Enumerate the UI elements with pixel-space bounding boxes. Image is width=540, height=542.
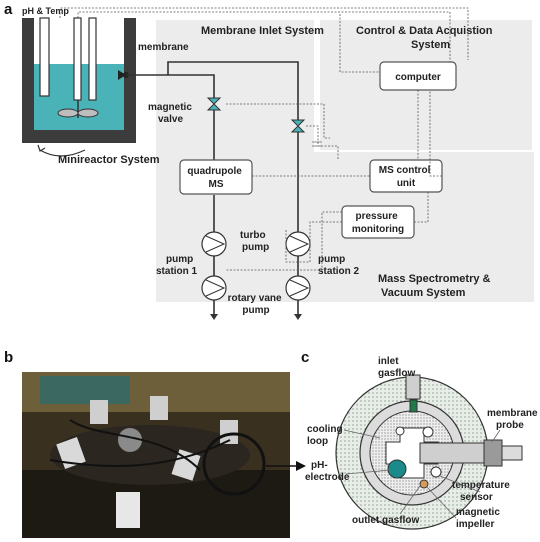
turbo-pump-label: turbo pump	[240, 230, 269, 253]
wire-ph-temp	[59, 7, 469, 60]
wire-pressure-gauge-2	[226, 211, 342, 271]
photo-reactor-front	[116, 492, 140, 528]
wire-pressure-gauge	[285, 221, 342, 263]
computer-label: computer	[395, 72, 441, 83]
membrane-inlet-section-bg	[156, 20, 314, 160]
membrane-inlet-title: Membrane Inlet System	[201, 25, 324, 37]
control-title: Control & Data Acquistion System	[356, 25, 496, 51]
rotary-pump-1	[201, 275, 227, 301]
leader-cooling	[343, 429, 381, 439]
quadrupole-ms-label: quadrupole MS	[187, 166, 244, 190]
pressure-monitoring-label: pressure monitoring	[352, 211, 404, 235]
pump-station-2-label: pump station 2	[318, 254, 360, 277]
outlet-gasflow-label: outlet gasflow	[352, 515, 419, 526]
mass-spec-title: Mass Spectrometry & Vacuum System	[378, 273, 494, 299]
ph-temp-label: pH & Temp	[22, 6, 69, 16]
wire-valve	[226, 103, 330, 139]
quadrupole-ms-box	[179, 159, 253, 195]
panel-label-c: c	[301, 349, 309, 366]
inlet-gasflow-label: inlet gasflow	[378, 356, 415, 379]
reactor-cross-section	[335, 374, 523, 530]
ms-control-label: MS control unit	[379, 165, 433, 189]
leader-ph	[345, 469, 391, 475]
magnetic-valve-1	[206, 97, 222, 111]
gas-line-main	[126, 74, 215, 100]
turbo-pump-1	[201, 231, 227, 257]
ph-electrode-port	[387, 459, 407, 479]
temp-probe	[73, 17, 82, 101]
membrane-marker-icon	[118, 70, 126, 80]
ph-electrode-label: pH- electrode	[305, 460, 350, 483]
minireactor-vessel	[22, 17, 136, 143]
wire-pressure	[414, 192, 429, 223]
panel-label-a: a	[4, 1, 13, 18]
reactor-photo	[22, 372, 290, 538]
magnetic-valve-2	[290, 119, 306, 133]
inlet-tube	[405, 374, 421, 400]
impeller-cross	[385, 427, 439, 479]
wire-probe	[339, 14, 380, 73]
wire-control-pc	[429, 90, 442, 177]
membrane-probe-label: membrane probe	[487, 408, 540, 431]
magnetic-valve-label: magnetic valve	[148, 102, 195, 125]
rotary-pump-label: rotary vane pump	[228, 293, 285, 316]
exhaust-arrow-2-icon	[294, 314, 302, 320]
leader-temp	[439, 475, 481, 493]
leader-outlet	[399, 485, 421, 515]
cooling-loop-label: cooling loop	[307, 424, 345, 447]
stirrer-blade-right	[77, 108, 99, 118]
minireactor-label: Minireactor System	[58, 154, 160, 166]
wire-temp	[77, 11, 451, 62]
magnetic-impeller-label: magnetic impeller	[456, 507, 503, 530]
stirrer-blade-left	[57, 108, 79, 118]
gas-line-branch	[167, 61, 299, 120]
inlet-nozzle	[409, 399, 418, 413]
cooling-port-1	[422, 426, 434, 438]
ph-probe	[39, 17, 50, 97]
rotary-pump-2	[285, 275, 311, 301]
leader-impeller	[425, 485, 457, 519]
photo-arrow-icon	[296, 461, 306, 471]
panel-label-b: b	[4, 349, 13, 366]
leader-membrane	[491, 429, 501, 443]
gas-probe	[88, 17, 97, 101]
pump-station-1-label: pump station 1	[156, 254, 198, 277]
capacitor-icon	[312, 141, 322, 147]
photo-highlight-circle	[202, 432, 266, 496]
membrane-label: membrane	[138, 42, 189, 53]
cooling-port-2	[430, 466, 442, 478]
rotation-arrow-icon	[39, 149, 86, 157]
turbo-pump-2	[285, 231, 311, 257]
membrane-probe-body	[419, 442, 485, 464]
exhaust-arrow-1-icon	[210, 314, 218, 320]
temperature-sensor-label: temperature sensor	[452, 480, 513, 503]
